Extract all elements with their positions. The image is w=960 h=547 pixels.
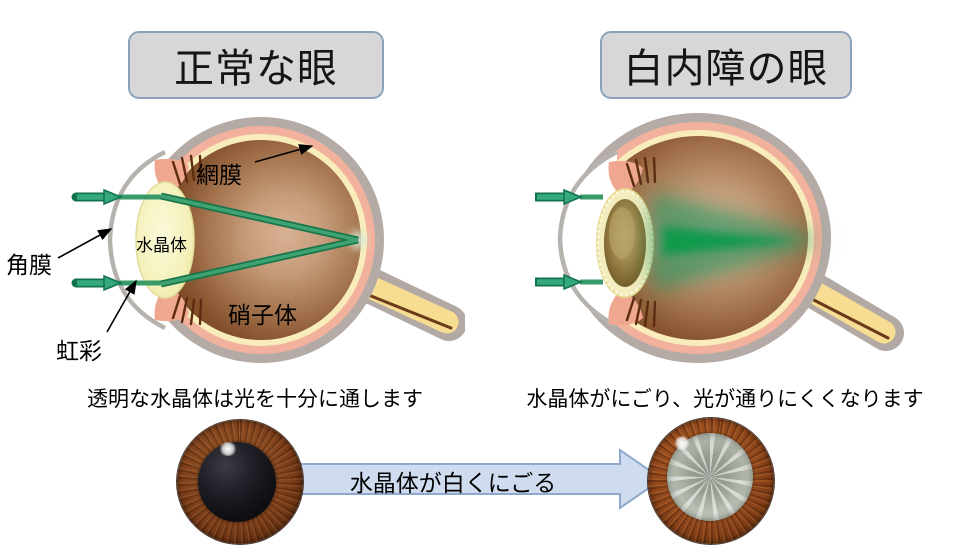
- caption-normal-eye: 透明な水晶体は光を十分に通します: [87, 388, 423, 411]
- label-cornea: 角膜: [6, 252, 52, 278]
- title-cataract-eye: 白内障の眼: [600, 31, 852, 99]
- iris-photo-normal: [177, 420, 303, 544]
- caption-cataract-eye: 水晶体がにごり、光が通りにくくなります: [526, 388, 924, 411]
- iris-leader-arrow: [106, 279, 137, 333]
- light-glint: [674, 436, 690, 450]
- iris-photo-cataract: [648, 418, 774, 544]
- cataract-eye-diagram: [535, 113, 904, 363]
- incoming-light-arrow-bottom: [535, 273, 603, 291]
- vitreous-body: [161, 140, 361, 340]
- title-cataract-eye-text: 白内障の眼: [623, 47, 829, 91]
- ciliary-fibers: [625, 156, 657, 328]
- cornea-leader-arrow: [57, 228, 113, 259]
- label-retina: 網膜: [196, 162, 242, 188]
- scattered-light-beam: [652, 185, 830, 295]
- title-normal-eye-text: 正常な眼: [174, 47, 338, 91]
- transition-arrow-label: 水晶体が白くにごる: [349, 470, 557, 496]
- pupil-clear: [198, 442, 276, 522]
- cataract-lens: [596, 188, 654, 298]
- incoming-light-arrow-top: [71, 188, 123, 206]
- iris-anatomy: [608, 160, 643, 326]
- ciliary-fibers: [171, 154, 203, 326]
- transition-arrow: [243, 448, 664, 510]
- label-leader-lines: [57, 144, 314, 333]
- incoming-light-arrow-bottom: [71, 274, 123, 292]
- lens: [135, 181, 195, 299]
- label-iris: 虹彩: [56, 338, 102, 364]
- label-lens: 水晶体: [136, 236, 187, 255]
- light-glint: [219, 442, 237, 456]
- title-normal-eye: 正常な眼: [128, 31, 384, 99]
- incoming-light-arrow-top: [535, 188, 603, 206]
- retina-leader-arrow: [254, 144, 314, 163]
- label-vitreous: 硝子体: [228, 302, 297, 328]
- transition-arrow-shape: [243, 448, 664, 510]
- normal-eye-diagram: [57, 117, 465, 363]
